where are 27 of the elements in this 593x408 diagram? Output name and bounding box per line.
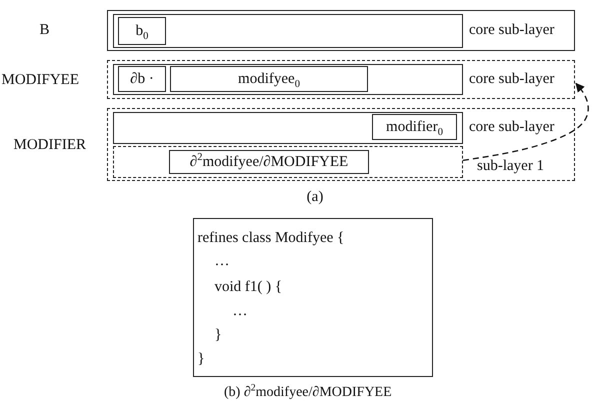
arrow xyxy=(462,82,589,162)
sub-layer-label: core sub-layer xyxy=(469,70,554,88)
code-line: } xyxy=(214,326,222,344)
module-label: modifier$_{0}$ xyxy=(385,118,444,136)
module-box xyxy=(118,66,166,92)
panel-label: (a) xyxy=(306,188,324,206)
sub-layer-label: core sub-layer xyxy=(469,21,554,39)
module-label: b$_{0}$ xyxy=(134,22,150,40)
module-box xyxy=(372,114,457,140)
sub-layer-label: sub-layer 1 xyxy=(477,157,544,175)
code-line: void f1( ) { xyxy=(214,278,282,296)
caption: (b) ∂$^{2}$modifyee/∂MODIFYEE xyxy=(224,385,392,401)
layer-label: MODIFIER xyxy=(14,136,86,154)
code-line: … xyxy=(214,252,230,270)
module-box xyxy=(118,17,166,45)
module-box xyxy=(170,66,368,92)
module-label: ∂b · xyxy=(129,70,155,88)
sub-layer-label: core sub-layer xyxy=(469,118,554,136)
code-line: … xyxy=(232,302,248,320)
layer-label: MODIFYEE xyxy=(2,70,79,88)
code-box xyxy=(193,218,433,377)
module-label: modifyee$_{0}$ xyxy=(237,70,301,88)
code-line: refines class Modifyee { xyxy=(198,228,344,246)
module-label: ∂$^{2}$modifyee/∂MODIFYEE xyxy=(188,152,350,170)
module-box xyxy=(169,150,369,174)
layer-label: B xyxy=(40,20,50,38)
code-line: } xyxy=(198,350,205,368)
